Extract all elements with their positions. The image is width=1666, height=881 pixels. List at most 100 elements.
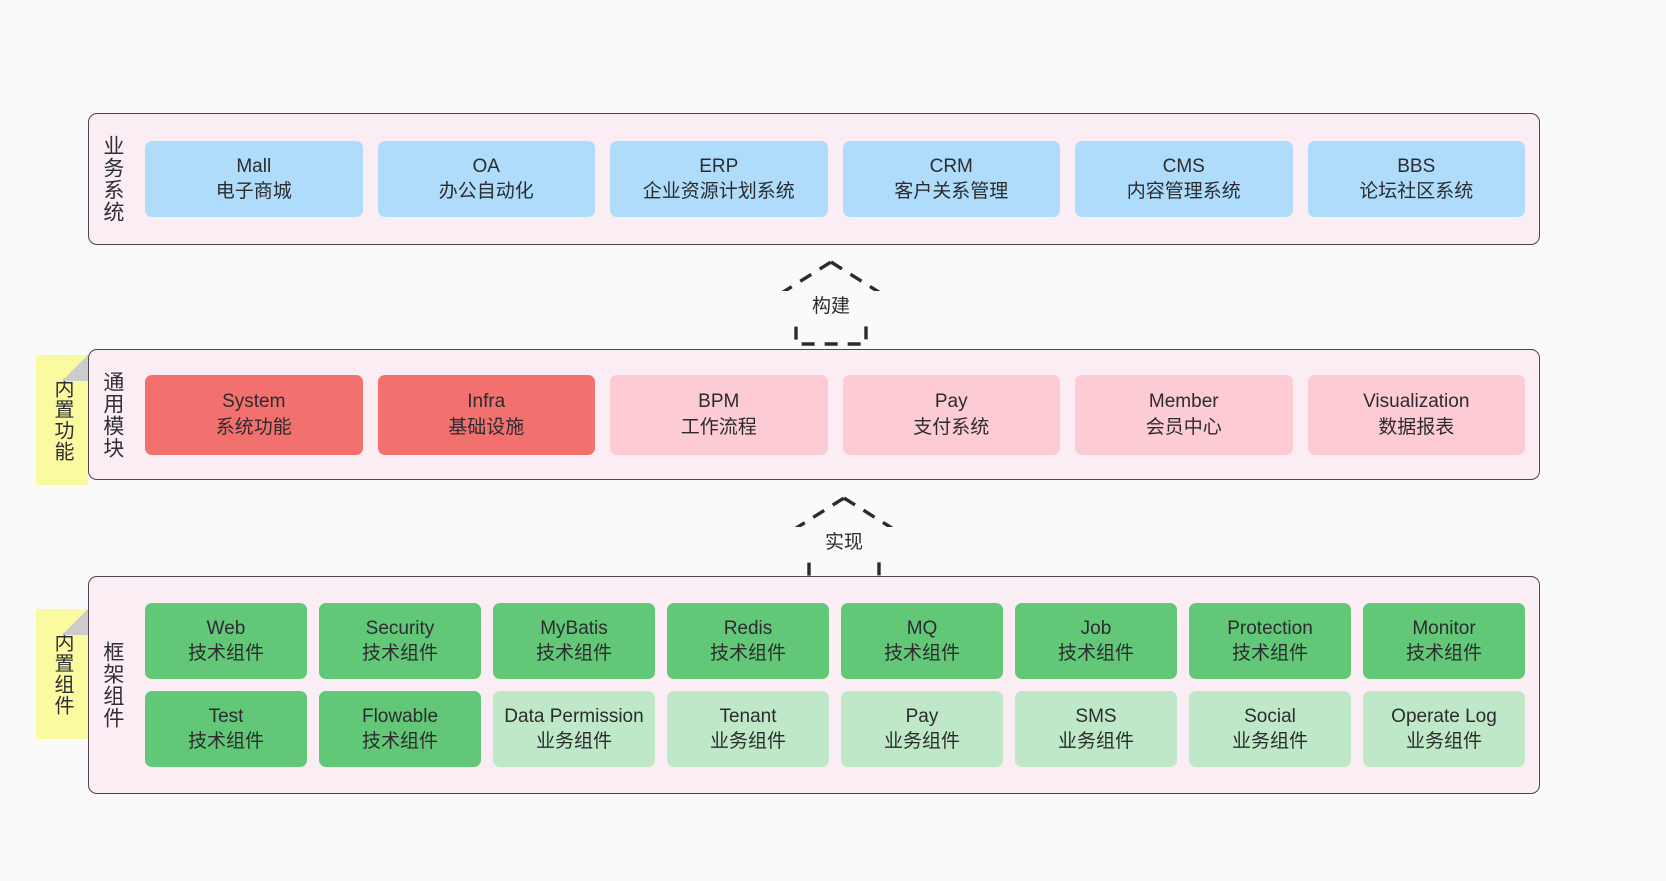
card-redis[interactable]: Redis 技术组件 [667,603,829,679]
card-flowable[interactable]: Flowable 技术组件 [319,691,481,767]
card-title-en: Tenant [719,705,777,727]
card-title-cn: 业务组件 [883,731,960,752]
note-builtin-function: 内置功能 [36,355,88,485]
card-title-cn: 业务组件 [1405,731,1482,752]
card-title-cn: 支付系统 [913,416,990,438]
card-title-cn: 内容管理系统 [1126,181,1241,202]
card-title-en: Pay [905,705,939,727]
card-member[interactable]: Member 会员中心 [1075,374,1293,455]
card-title-en: System [222,391,286,413]
card-crm[interactable]: CRM 客户关系管理 [842,141,1060,217]
card-pay-module[interactable]: Pay 支付系统 [842,374,1060,455]
card-title-cn: 技术组件 [1057,643,1134,664]
card-title-en: Infra [467,391,506,413]
card-title-en: Web [206,617,246,639]
card-title-cn: 企业资源计划系统 [642,181,795,202]
card-mybatis[interactable]: MyBatis 技术组件 [493,603,655,679]
layer-body-framework: Web 技术组件 Security 技术组件 MyBatis 技术组件 Redi… [135,577,1539,793]
card-title-en: Mall [236,155,272,177]
card-title-cn: 电子商城 [215,181,292,202]
card-title-en: Visualization [1363,391,1470,413]
card-visualization[interactable]: Visualization 数据报表 [1307,374,1525,455]
card-operate-log[interactable]: Operate Log 业务组件 [1363,691,1525,767]
card-title-cn: 数据报表 [1378,416,1455,438]
card-protection[interactable]: Protection 技术组件 [1189,603,1351,679]
card-title-cn: 技术组件 [361,731,438,752]
card-job[interactable]: Job 技术组件 [1015,603,1177,679]
card-title-cn: 技术组件 [187,731,264,752]
arrow-implement: 实现 [768,494,920,582]
card-title-cn: 技术组件 [1231,643,1308,664]
card-erp[interactable]: ERP 企业资源计划系统 [610,141,828,217]
card-tenant[interactable]: Tenant 业务组件 [667,691,829,767]
card-title-en: Operate Log [1391,705,1497,727]
card-title-en: Job [1080,617,1112,639]
card-title-cn: 技术组件 [1405,643,1482,664]
card-title-cn: 办公自动化 [438,181,534,202]
layer-body-common: System 系统功能 Infra 基础设施 BPM 工作流程 Pay 支付系统… [135,350,1539,479]
layer-title-common: 通用模块 [100,370,124,459]
arrow-build-shape [755,259,907,346]
card-title-cn: 技术组件 [187,643,264,664]
card-title-en: ERP [699,155,739,177]
card-title-cn: 技术组件 [535,643,612,664]
card-title-en: CMS [1162,155,1205,177]
layer-business-systems: 业务系统 Mall 电子商城 OA 办公自动化 ERP 企业资源计划系统 CRM… [88,113,1540,245]
card-title-cn: 基础设施 [448,416,525,438]
card-title-en: Test [208,705,244,727]
card-system[interactable]: System 系统功能 [145,374,363,455]
arrow-build: 构建 [755,258,907,346]
layer-common-modules: 通用模块 System 系统功能 Infra 基础设施 BPM 工作流程 Pay… [88,349,1540,480]
card-mq[interactable]: MQ 技术组件 [841,603,1003,679]
card-title-cn: 技术组件 [361,643,438,664]
layer-title-business: 业务系统 [100,135,124,223]
card-mall[interactable]: Mall 电子商城 [145,141,363,217]
card-title-en: MQ [906,617,938,639]
card-title-cn: 论坛社区系统 [1359,181,1474,202]
framework-row-technical: Web 技术组件 Security 技术组件 MyBatis 技术组件 Redi… [145,603,1525,679]
card-title-cn: 工作流程 [680,416,757,438]
card-title-cn: 会员中心 [1145,416,1222,438]
card-title-en: Data Permission [504,705,644,727]
card-sms[interactable]: SMS 业务组件 [1015,691,1177,767]
card-web[interactable]: Web 技术组件 [145,603,307,679]
card-title-cn: 系统功能 [215,416,292,438]
card-monitor[interactable]: Monitor 技术组件 [1363,603,1525,679]
card-title-cn: 业务组件 [709,731,786,752]
note-builtin-component: 内置组件 [36,609,88,739]
card-title-en: SMS [1075,705,1117,727]
card-title-cn: 业务组件 [535,731,612,752]
framework-row-business: Test 技术组件 Flowable 技术组件 Data Permission … [145,691,1525,767]
card-pay-component[interactable]: Pay 业务组件 [841,691,1003,767]
card-title-cn: 技术组件 [709,643,786,664]
card-title-en: Security [365,617,435,639]
card-title-en: BBS [1397,155,1436,177]
card-title-cn: 技术组件 [883,643,960,664]
card-cms[interactable]: CMS 内容管理系统 [1075,141,1293,217]
card-title-en: Flowable [361,705,439,727]
card-title-en: MyBatis [540,617,608,639]
card-title-en: Social [1244,705,1296,727]
arrow-implement-label: 实现 [770,527,918,554]
card-infra[interactable]: Infra 基础设施 [377,374,595,455]
card-social[interactable]: Social 业务组件 [1189,691,1351,767]
card-oa[interactable]: OA 办公自动化 [377,141,595,217]
layer-body-business: Mall 电子商城 OA 办公自动化 ERP 企业资源计划系统 CRM 客户关系… [135,114,1539,244]
card-test[interactable]: Test 技术组件 [145,691,307,767]
card-title-en: BPM [698,391,740,413]
card-title-en: Pay [934,391,968,413]
card-title-en: Protection [1227,617,1313,639]
card-title-cn: 业务组件 [1057,731,1134,752]
card-bpm[interactable]: BPM 工作流程 [610,374,828,455]
layer-title-framework: 框架组件 [100,641,124,729]
card-bbs[interactable]: BBS 论坛社区系统 [1307,141,1525,217]
card-title-cn: 客户关系管理 [894,181,1009,202]
card-title-en: Monitor [1412,617,1476,639]
card-security[interactable]: Security 技术组件 [319,603,481,679]
card-title-en: OA [472,155,500,177]
card-title-en: CRM [929,155,973,177]
card-title-en: Redis [723,617,773,639]
arrow-implement-shape [768,495,920,582]
card-data-permission[interactable]: Data Permission 业务组件 [493,691,655,767]
